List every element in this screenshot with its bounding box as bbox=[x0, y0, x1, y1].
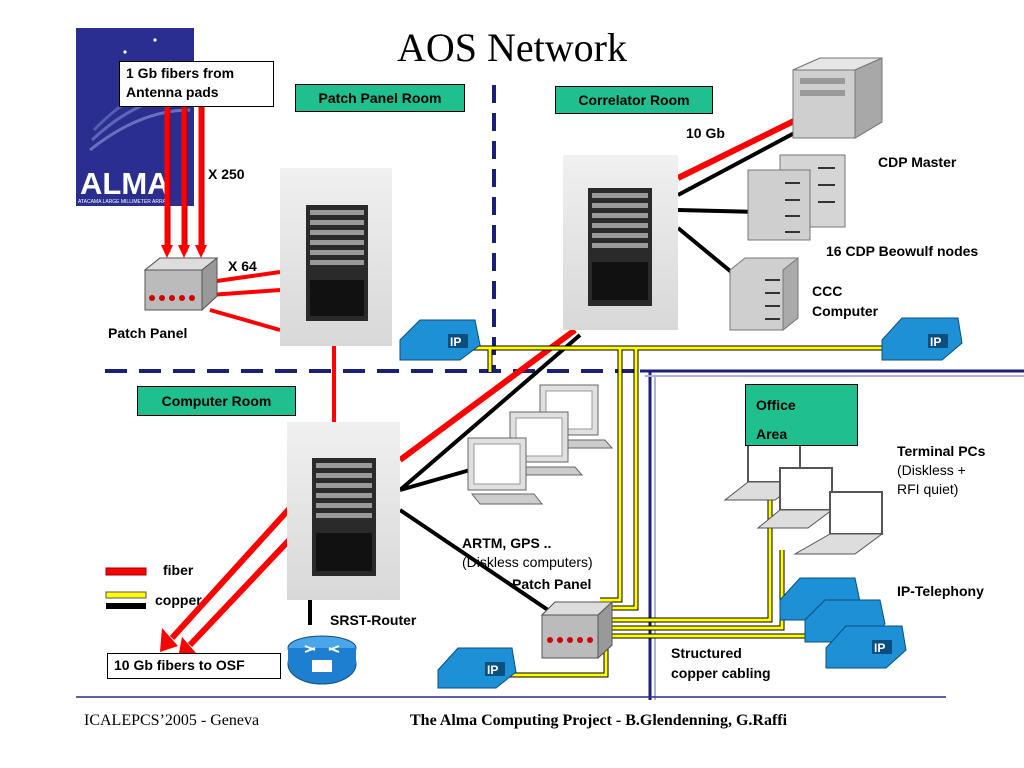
osf-fibers-label: 10 Gb fibers to OSF bbox=[107, 653, 281, 679]
switch-rack-patch-room bbox=[280, 168, 392, 346]
structured-cabling-label: Structured copper cabling bbox=[671, 645, 771, 681]
ip-label: IP bbox=[450, 335, 461, 349]
copper-black-lines bbox=[308, 128, 801, 625]
ccc-computer-server bbox=[729, 256, 799, 332]
terminal-laptops bbox=[723, 439, 884, 555]
page-title: AOS Network bbox=[397, 25, 627, 70]
srst-router-label: SRST-Router bbox=[330, 612, 417, 628]
artm-label: ARTM, GPS .. (Diskless computers) bbox=[462, 535, 593, 570]
artm-diskless-computers bbox=[467, 384, 614, 505]
antenna-fibers-label: 1 Gb fibers from Antenna pads bbox=[119, 61, 274, 107]
ip-phone-computer-room: IP bbox=[437, 647, 517, 689]
room-dividers bbox=[105, 85, 1024, 700]
alma-logo-subtitle: ATACAMA LARGE MILLIMETER ARRAY bbox=[78, 199, 170, 205]
x64-label: X 64 bbox=[228, 258, 257, 274]
computer-room-label: Computer Room bbox=[137, 386, 296, 416]
ip-phone-office-3: IP bbox=[825, 625, 907, 669]
ip-label: IP bbox=[487, 663, 498, 677]
ip-phones: IP IP IP IP bbox=[399, 317, 963, 689]
patch-panel-left-label: Patch Panel bbox=[108, 325, 188, 341]
fiber-lines bbox=[160, 106, 802, 658]
footer-conference: ICALEPCS’2005 - Geneva bbox=[84, 712, 260, 729]
switch-rack-computer-room bbox=[287, 422, 400, 600]
cdp-master-label: CDP Master bbox=[878, 154, 957, 170]
copper-yellow-lines bbox=[470, 345, 885, 678]
ip-label: IP bbox=[930, 335, 941, 349]
ten-gb-label: 10 Gb bbox=[686, 125, 725, 141]
alma-logo-text: ALMA bbox=[80, 166, 170, 201]
alma-logo: ALMA ATACAMA LARGE MILLIMETER ARRAY bbox=[76, 28, 194, 206]
x250-label: X 250 bbox=[208, 166, 245, 182]
patch-panel-room-label: Patch Panel Room bbox=[295, 84, 465, 112]
footer-project: The Alma Computing Project - B.Glendenni… bbox=[410, 712, 788, 729]
patch-panel-left bbox=[143, 256, 219, 312]
legend bbox=[105, 567, 147, 609]
legend-fiber-label: fiber bbox=[163, 562, 194, 578]
patch-panel-bottom-label: Patch Panel bbox=[512, 576, 592, 592]
cdp-master-server bbox=[792, 57, 883, 139]
ip-phone-correlator-room: IP bbox=[881, 317, 963, 361]
office-area-label: Office Area bbox=[745, 384, 858, 446]
legend-copper-label: copper bbox=[155, 592, 202, 608]
ip-phone-patch-room: IP bbox=[399, 319, 481, 361]
cdp-beowulf-servers bbox=[747, 154, 846, 241]
ccc-computer-label: CCC Computer bbox=[812, 283, 879, 319]
ip-label: IP bbox=[874, 641, 885, 655]
switch-rack-correlator-room bbox=[563, 155, 678, 330]
correlator-room-label: Correlator Room bbox=[555, 86, 713, 114]
cdp-beowulf-label: 16 CDP Beowulf nodes bbox=[826, 243, 979, 259]
patch-panel-bottom bbox=[540, 600, 614, 660]
ip-telephony-label: IP-Telephony bbox=[897, 583, 984, 599]
terminal-pcs-label: Terminal PCs (Diskless + RFI quiet) bbox=[897, 443, 986, 497]
srst-router bbox=[287, 635, 357, 685]
